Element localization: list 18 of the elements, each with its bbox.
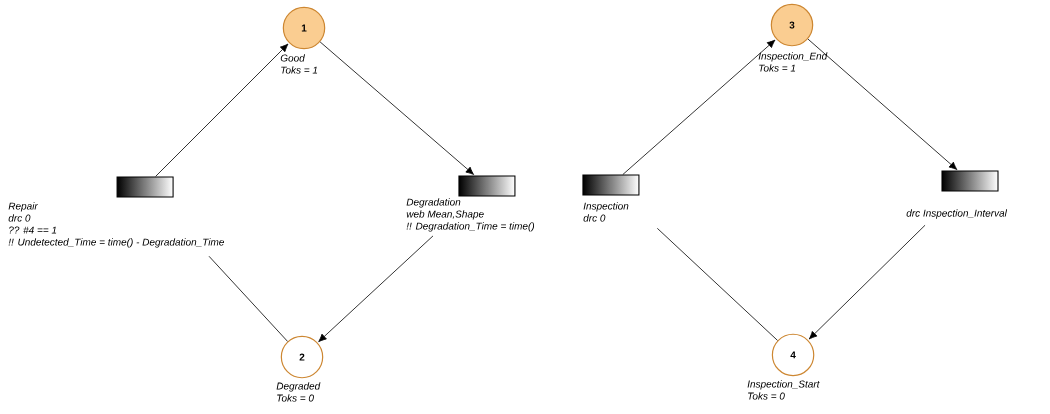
node-label: Repair drc 0 ?? #4 == 1 !! Undetected_Time = time() - Degradation_Time — [8, 202, 224, 248]
arc-arrow — [318, 235, 434, 343]
arc-arrow — [319, 41, 475, 175]
node-label: drc Inspection_Interval — [906, 209, 1008, 219]
node-label: Inspection_End Toks = 1 — [758, 52, 828, 72]
node-label: Degradation web Mean,Shape !! Degradation_Time = time() — [406, 198, 535, 232]
node-label: Repair — [8, 202, 39, 212]
node-label: Inspection_Start Toks = 0 — [747, 380, 820, 400]
arc-arrow — [807, 38, 958, 170]
arc-arrow — [622, 39, 776, 175]
node-label: !! Undetected_Time = time() - Degradation_Time — [8, 238, 224, 248]
node-label: Inspection drc 0 — [583, 202, 629, 222]
arc-arrow — [808, 224, 926, 340]
arc-arrow — [155, 43, 289, 177]
node-label: Good Toks = 1 — [280, 54, 318, 74]
node-label: Degraded Toks = 0 — [276, 382, 321, 402]
node-label: drc 0 — [8, 214, 31, 222]
node-label: ?? #4 == 1 — [9, 226, 57, 234]
